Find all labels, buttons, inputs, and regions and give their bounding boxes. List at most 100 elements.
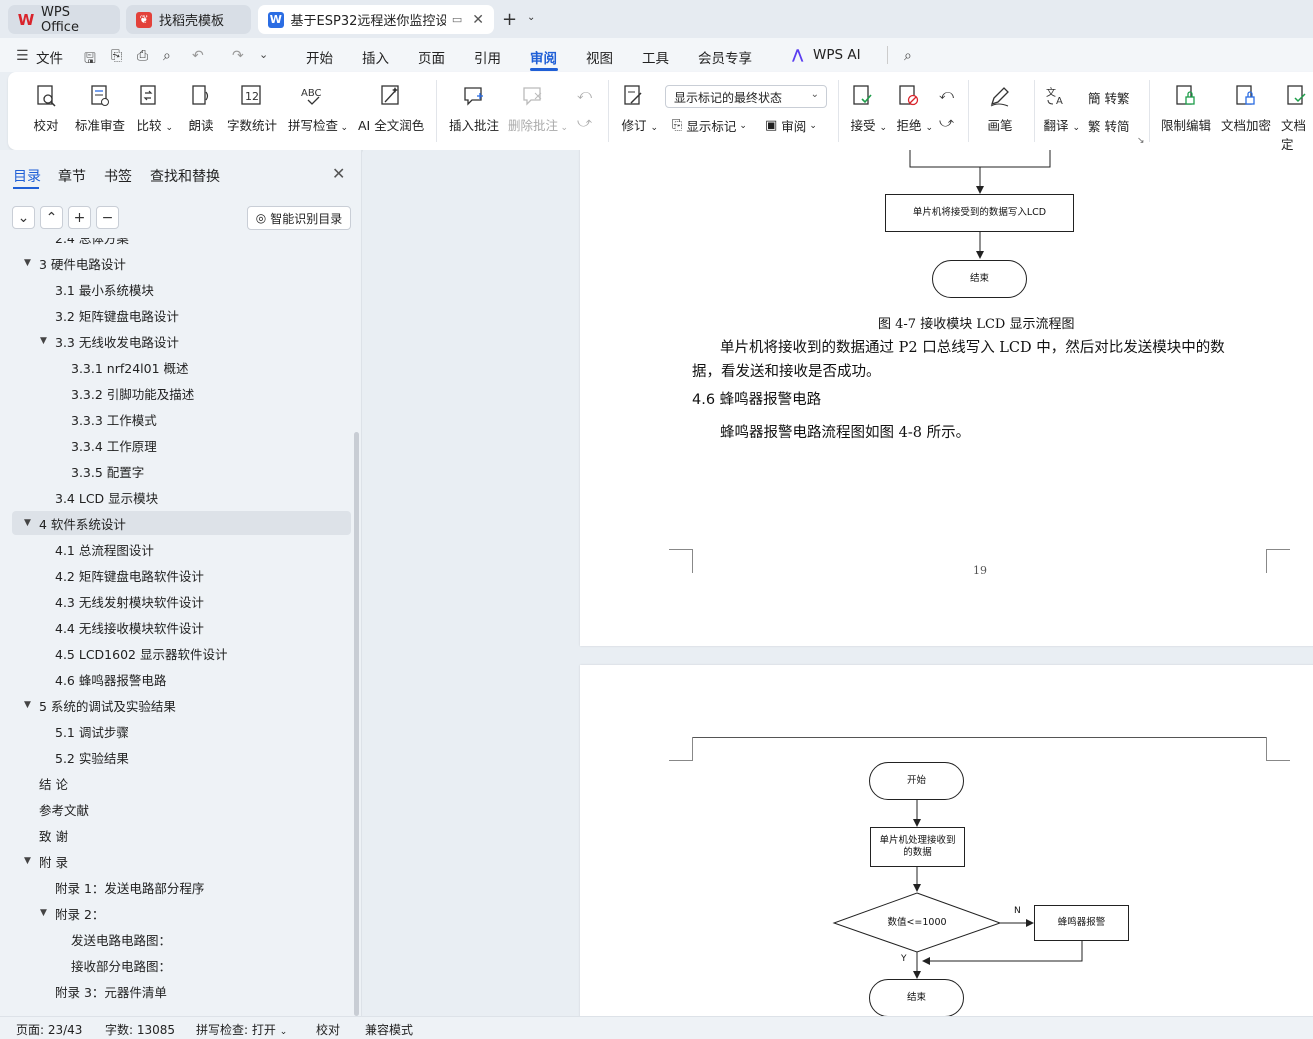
menu-member[interactable]: 会员专享 (698, 51, 752, 67)
new-tab-plus-icon[interactable]: + (502, 9, 518, 30)
ink-pen-button[interactable]: 画笔 (986, 82, 1014, 134)
undo-icon[interactable]: ↶ (192, 48, 204, 64)
track-changes-button[interactable]: 修订⌄ (620, 82, 658, 134)
previous-comment-icon[interactable]: ⤺ (577, 87, 592, 103)
to-traditional-button[interactable]: 簡转繁 (1088, 88, 1130, 107)
toc-item[interactable]: ▼附 录 (0, 849, 352, 873)
expand-triangle-icon[interactable]: ▼ (24, 258, 31, 268)
toc-item[interactable]: 4.2 矩阵键盘电路软件设计 (0, 563, 352, 587)
hamburger-icon[interactable]: ☰ (16, 48, 29, 64)
monitor-icon[interactable]: ▭ (451, 13, 463, 26)
toc-item[interactable]: 4.3 无线发射模块软件设计 (0, 589, 352, 613)
reject-button[interactable]: 拒绝⌄ (895, 82, 933, 134)
tab-document[interactable]: W 基于ESP32远程迷你监控设备 ▭ ✕ (258, 5, 494, 34)
markup-state-select[interactable]: 显示标记的最终状态 ⌄ (665, 85, 827, 108)
menu-page[interactable]: 页面 (418, 51, 445, 67)
next-comment-icon[interactable]: ⤻ (577, 115, 592, 131)
page-indicator[interactable]: 页面: 23/43 (16, 1023, 83, 1037)
word-count-button[interactable]: 12 字数统计 (227, 82, 277, 134)
proofread-button[interactable]: 校对 (32, 82, 60, 134)
toc-item[interactable]: 3.4 LCD 显示模块 (0, 485, 352, 509)
toc-item[interactable]: 发送电路电路图： (0, 927, 352, 951)
close-tab-icon[interactable]: ✕ (472, 11, 484, 28)
word-count-indicator[interactable]: 字数: 13085 (105, 1023, 176, 1037)
doc-final-button[interactable]: 文档定 (1281, 82, 1313, 153)
tab-wps-office[interactable]: W WPS Office (8, 5, 120, 35)
menu-start[interactable]: 开始 (306, 51, 333, 67)
toc-item[interactable]: 3.3.3 工作模式 (0, 407, 352, 431)
toc-item[interactable]: 3.3.2 引脚功能及描述 (0, 381, 352, 405)
toc-item[interactable]: ▼4 软件系统设计 (12, 511, 351, 535)
chevron-down-icon[interactable]: ⌄ (259, 48, 269, 61)
toc-item[interactable]: 5.1 调试步骤 (0, 719, 352, 743)
collapse-up-button[interactable]: ⌃ (40, 206, 63, 229)
to-simplified-button[interactable]: 繁转简 (1088, 116, 1130, 135)
smart-toc-button[interactable]: ◎ 智能识别目录 (247, 206, 351, 230)
next-change-icon[interactable]: ⤻ (939, 115, 954, 131)
expand-triangle-icon[interactable]: ▼ (40, 336, 47, 346)
toc-item[interactable]: 4.4 无线接收模块软件设计 (0, 615, 352, 639)
toc-item[interactable]: ▼附录 2： (0, 901, 352, 925)
toc-item[interactable]: 3.2 矩阵键盘电路设计 (0, 303, 352, 327)
export-icon[interactable]: ⎘ (111, 48, 123, 64)
chevron-down-icon[interactable]: ⌄ (527, 12, 536, 23)
doc-encrypt-button[interactable]: 文档加密 (1221, 82, 1271, 134)
expand-triangle-icon[interactable]: ▼ (24, 518, 31, 528)
toc-item[interactable]: 参考文献 (0, 797, 352, 821)
compare-button[interactable]: 比较⌄ (135, 82, 173, 134)
close-icon[interactable]: ✕ (332, 164, 346, 183)
print-preview-icon[interactable]: ⌕ (163, 48, 171, 64)
toc-item[interactable]: ▼3 硬件电路设计 (0, 251, 352, 275)
expand-triangle-icon[interactable]: ▼ (24, 700, 31, 710)
tab-template[interactable]: ❦ 找稻壳模板 (126, 5, 251, 34)
expand-triangle-icon[interactable]: ▼ (24, 856, 31, 866)
add-heading-button[interactable]: + (68, 206, 91, 229)
redo-icon[interactable]: ↷ (232, 48, 244, 64)
toc-item[interactable]: 4.6 蜂鸣器报警电路 (0, 667, 352, 691)
toc-item[interactable]: 致 谢 (0, 823, 352, 847)
menu-wps-ai[interactable]: WPS AI (813, 47, 861, 63)
toc-item[interactable]: 3.1 最小系统模块 (0, 277, 352, 301)
toc-item[interactable]: ▼5 系统的调试及实验结果 (0, 693, 352, 717)
previous-change-icon[interactable]: ⤺ (939, 87, 954, 103)
toc-item[interactable]: 2.4 总体方案 (0, 238, 352, 249)
spell-check-indicator[interactable]: 拼写检查: 打开 ⌄ (196, 1021, 287, 1038)
menu-insert[interactable]: 插入 (362, 51, 389, 67)
insert-comment-button[interactable]: 插入批注 (449, 82, 499, 134)
toc-item[interactable]: 附录 1：发送电路部分程序 (0, 875, 352, 899)
review-pane-button[interactable]: ▣审阅⌄ (765, 116, 817, 135)
wps-ai-icon[interactable]: ⋀ (792, 47, 804, 63)
standard-review-button[interactable]: 标准审查 (75, 82, 125, 134)
tab-toc[interactable]: 目录 (13, 169, 41, 185)
toc-item[interactable]: 接收部分电路图： (0, 953, 352, 977)
remove-heading-button[interactable]: − (96, 206, 119, 229)
menu-reference[interactable]: 引用 (474, 51, 501, 67)
tab-chapters[interactable]: 章节 (58, 169, 86, 185)
menu-view[interactable]: 视图 (586, 51, 613, 67)
accept-button[interactable]: 接受⌄ (849, 82, 887, 134)
tab-bookmarks[interactable]: 书签 (104, 169, 132, 185)
ai-polish-button[interactable]: AI 全文润色 (358, 82, 424, 134)
expand-down-button[interactable]: ⌄ (12, 206, 35, 229)
spell-check-button[interactable]: ABC 拼写检查⌄ (288, 82, 348, 134)
print-icon[interactable]: ⎙ (137, 48, 149, 64)
proofread-indicator[interactable]: 校对 (316, 1023, 341, 1037)
toc-item[interactable]: 结 论 (0, 771, 352, 795)
show-markup-button[interactable]: ⎘显示标记⌄ (672, 116, 747, 135)
toc-item[interactable]: ▼3.3 无线收发电路设计 (0, 329, 352, 353)
toc-item[interactable]: 附录 3：元器件清单 (0, 979, 352, 1003)
read-aloud-button[interactable]: 朗读 (187, 82, 215, 134)
toc-item[interactable]: 3.3.5 配置字 (0, 459, 352, 483)
toc-item[interactable]: 5.2 实验结果 (0, 745, 352, 769)
toc-item[interactable]: 4.5 LCD1602 显示器软件设计 (0, 641, 352, 665)
toc-item[interactable]: 3.3.1 nrf24l01 概述 (0, 355, 352, 379)
toc-item[interactable]: 4.1 总流程图设计 (0, 537, 352, 561)
expand-triangle-icon[interactable]: ▼ (40, 908, 47, 918)
toc-item[interactable]: 3.3.4 工作原理 (0, 433, 352, 457)
restrict-edit-button[interactable]: 限制编辑 (1161, 82, 1211, 134)
menu-file[interactable]: 文件 (36, 51, 63, 67)
delete-comment-button[interactable]: 删除批注⌄ (508, 82, 568, 134)
sidebar-scrollbar[interactable] (354, 432, 359, 1016)
tab-find-replace[interactable]: 查找和替换 (150, 169, 220, 185)
